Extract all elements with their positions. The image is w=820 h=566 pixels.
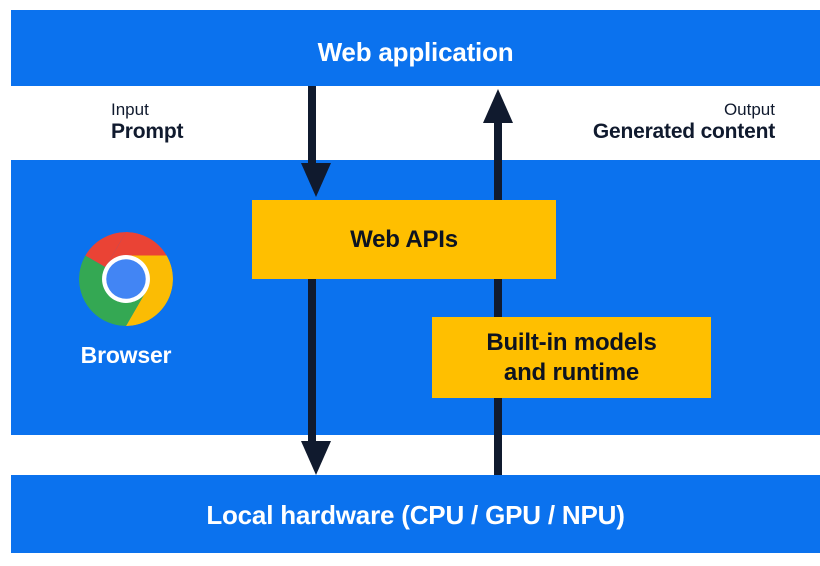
input-value-label: Prompt — [111, 119, 184, 143]
arrow-up-icon — [494, 104, 502, 475]
arrow-up-icon — [483, 89, 513, 123]
arrow-down-icon — [308, 279, 316, 444]
box-built-in-models-line1: Built-in models — [486, 328, 657, 356]
arrow-down-icon — [301, 441, 331, 475]
band-web-application: Web application — [11, 10, 820, 86]
arrow-down-icon — [308, 86, 316, 170]
output-value-label: Generated content — [592, 119, 775, 143]
input-kind-label: Input — [111, 100, 149, 119]
box-web-apis[interactable]: Web APIs — [252, 200, 556, 279]
browser-label: Browser — [80, 342, 172, 368]
band-local-hardware: Local hardware (CPU / GPU / NPU) — [11, 475, 820, 553]
box-web-apis-label: Web APIs — [350, 225, 458, 253]
chrome-logo-icon — [79, 232, 173, 326]
box-built-in-models-label: Built-in models and runtime — [476, 328, 666, 388]
output-kind-label: Output — [723, 100, 775, 119]
box-built-in-models[interactable]: Built-in models and runtime — [432, 317, 711, 398]
arrow-down-icon — [301, 163, 331, 197]
box-built-in-models-line2: and runtime — [503, 358, 640, 386]
output-label-group: Output Generated content — [593, 100, 775, 144]
band-local-hardware-label: Local hardware (CPU / GPU / NPU) — [206, 500, 625, 530]
browser-group: Browser — [46, 232, 206, 367]
input-label-group: Input Prompt — [111, 100, 184, 144]
band-web-application-label: Web application — [317, 37, 514, 67]
